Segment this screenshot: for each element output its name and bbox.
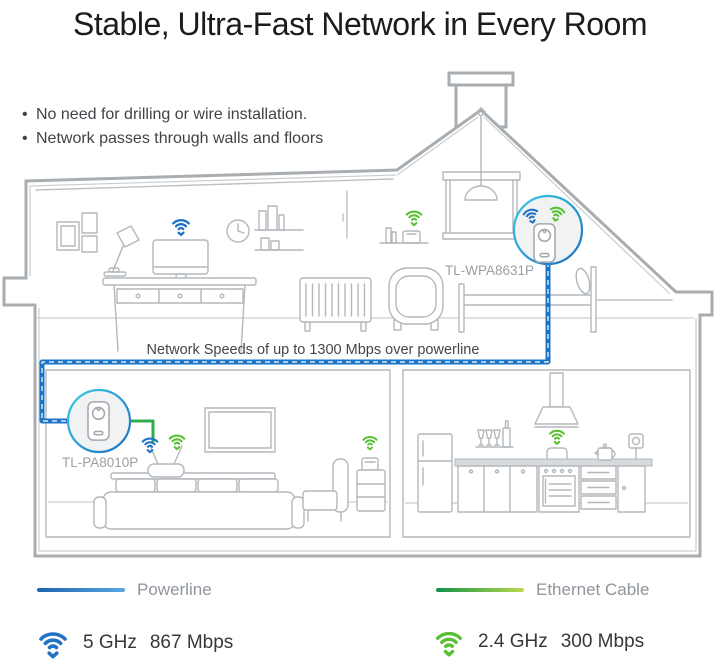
pendant-lamp-icon [464, 107, 498, 201]
bullet-dot: • [22, 106, 28, 123]
powerline-line-swatch [37, 587, 125, 593]
spec-5ghz: 5 GHz 867 Mbps [33, 626, 233, 660]
attic-adapter-label: TL-WPA8631P [445, 263, 534, 278]
monitor-icon [152, 239, 209, 283]
wifi-24ghz-icon [430, 626, 468, 658]
page-title: Stable, Ultra-Fast Network in Every Room [73, 6, 647, 42]
bullet-text: No need for drilling or wire installatio… [36, 106, 308, 123]
bed [458, 266, 597, 333]
ethernet-label: Ethernet Cable [536, 580, 650, 599]
attic-shelf [379, 227, 429, 244]
kitchen-drawers [580, 465, 617, 510]
room-adapter-label: TL-PA8010P [62, 455, 138, 470]
oven [538, 465, 580, 513]
attic-adapter-device [512, 194, 584, 266]
kettle-icon [594, 443, 616, 461]
upper-armchair [388, 267, 444, 331]
range-hood [534, 372, 579, 428]
ethernet-cable [128, 419, 155, 443]
bullet-text: Network passes through walls and floors [36, 130, 324, 147]
kitchen-side-cabinet [617, 465, 646, 513]
bullet-item: • No need for drilling or wire installat… [22, 103, 323, 127]
side-cabinet [356, 457, 386, 512]
wifi-icon-router-24ghz [168, 434, 186, 451]
kitchen-counter [454, 458, 653, 467]
wall-shelves [254, 205, 304, 251]
power-outlet-icon [628, 433, 644, 460]
radiator [299, 277, 372, 332]
wifi-icon-kitchen [549, 429, 565, 445]
wifi-icon-monitor [172, 219, 190, 237]
interior-lines [35, 178, 694, 319]
ethernet-line-swatch [436, 587, 524, 593]
wall-inner-lines [29, 116, 697, 552]
fireplace-frame [442, 171, 521, 240]
wifi-icon-router-5ghz [141, 437, 159, 454]
desk-lamp-icon [103, 225, 140, 277]
legend-powerline: Powerline [37, 580, 212, 600]
kitchen-room-box [402, 369, 691, 538]
smart-toaster-icon [546, 447, 568, 462]
chimney [447, 71, 515, 129]
sofa [93, 472, 305, 530]
speed-24ghz: 300 Mbps [560, 631, 645, 652]
wall-tv [204, 407, 276, 453]
kitchen-cabinets [457, 465, 538, 513]
bullet-dot: • [22, 130, 28, 147]
picture-frames [56, 212, 98, 253]
wifi-icon-attic-blue [522, 207, 541, 226]
room-adapter-device [66, 388, 132, 454]
bullet-item: • Network passes through walls and floor… [22, 127, 323, 151]
band-24ghz: 2.4 GHz [478, 631, 548, 652]
spec-24ghz: 2.4 GHz 300 Mbps [430, 626, 644, 658]
powerline-label: Powerline [137, 580, 212, 599]
fridge [417, 433, 453, 513]
house-outline [2, 108, 714, 558]
wifi-icon-attic-shelf [405, 210, 423, 227]
wall-clock-icon [226, 219, 250, 243]
powerline-adapter-icon [533, 223, 556, 263]
band-5ghz: 5 GHz [83, 632, 137, 653]
wifi-5ghz-icon [33, 626, 73, 660]
wifi-icon-side-cabinet [362, 436, 378, 451]
left-room-box [45, 369, 391, 538]
sideboard [102, 277, 257, 352]
speed-5ghz: 867 Mbps [149, 632, 234, 653]
glass-shelf [475, 420, 514, 448]
legend-ethernet: Ethernet Cable [436, 580, 649, 600]
wifi-icon-attic-green [547, 205, 566, 224]
powerline-adapter-icon [87, 401, 110, 441]
lower-armchair [302, 458, 349, 522]
powerline-note: Network Speeds of up to 1300 Mbps over p… [147, 342, 480, 358]
router-icon [147, 445, 185, 478]
feature-bullets: • No need for drilling or wire installat… [22, 103, 323, 151]
powerline-cable [39, 259, 551, 424]
